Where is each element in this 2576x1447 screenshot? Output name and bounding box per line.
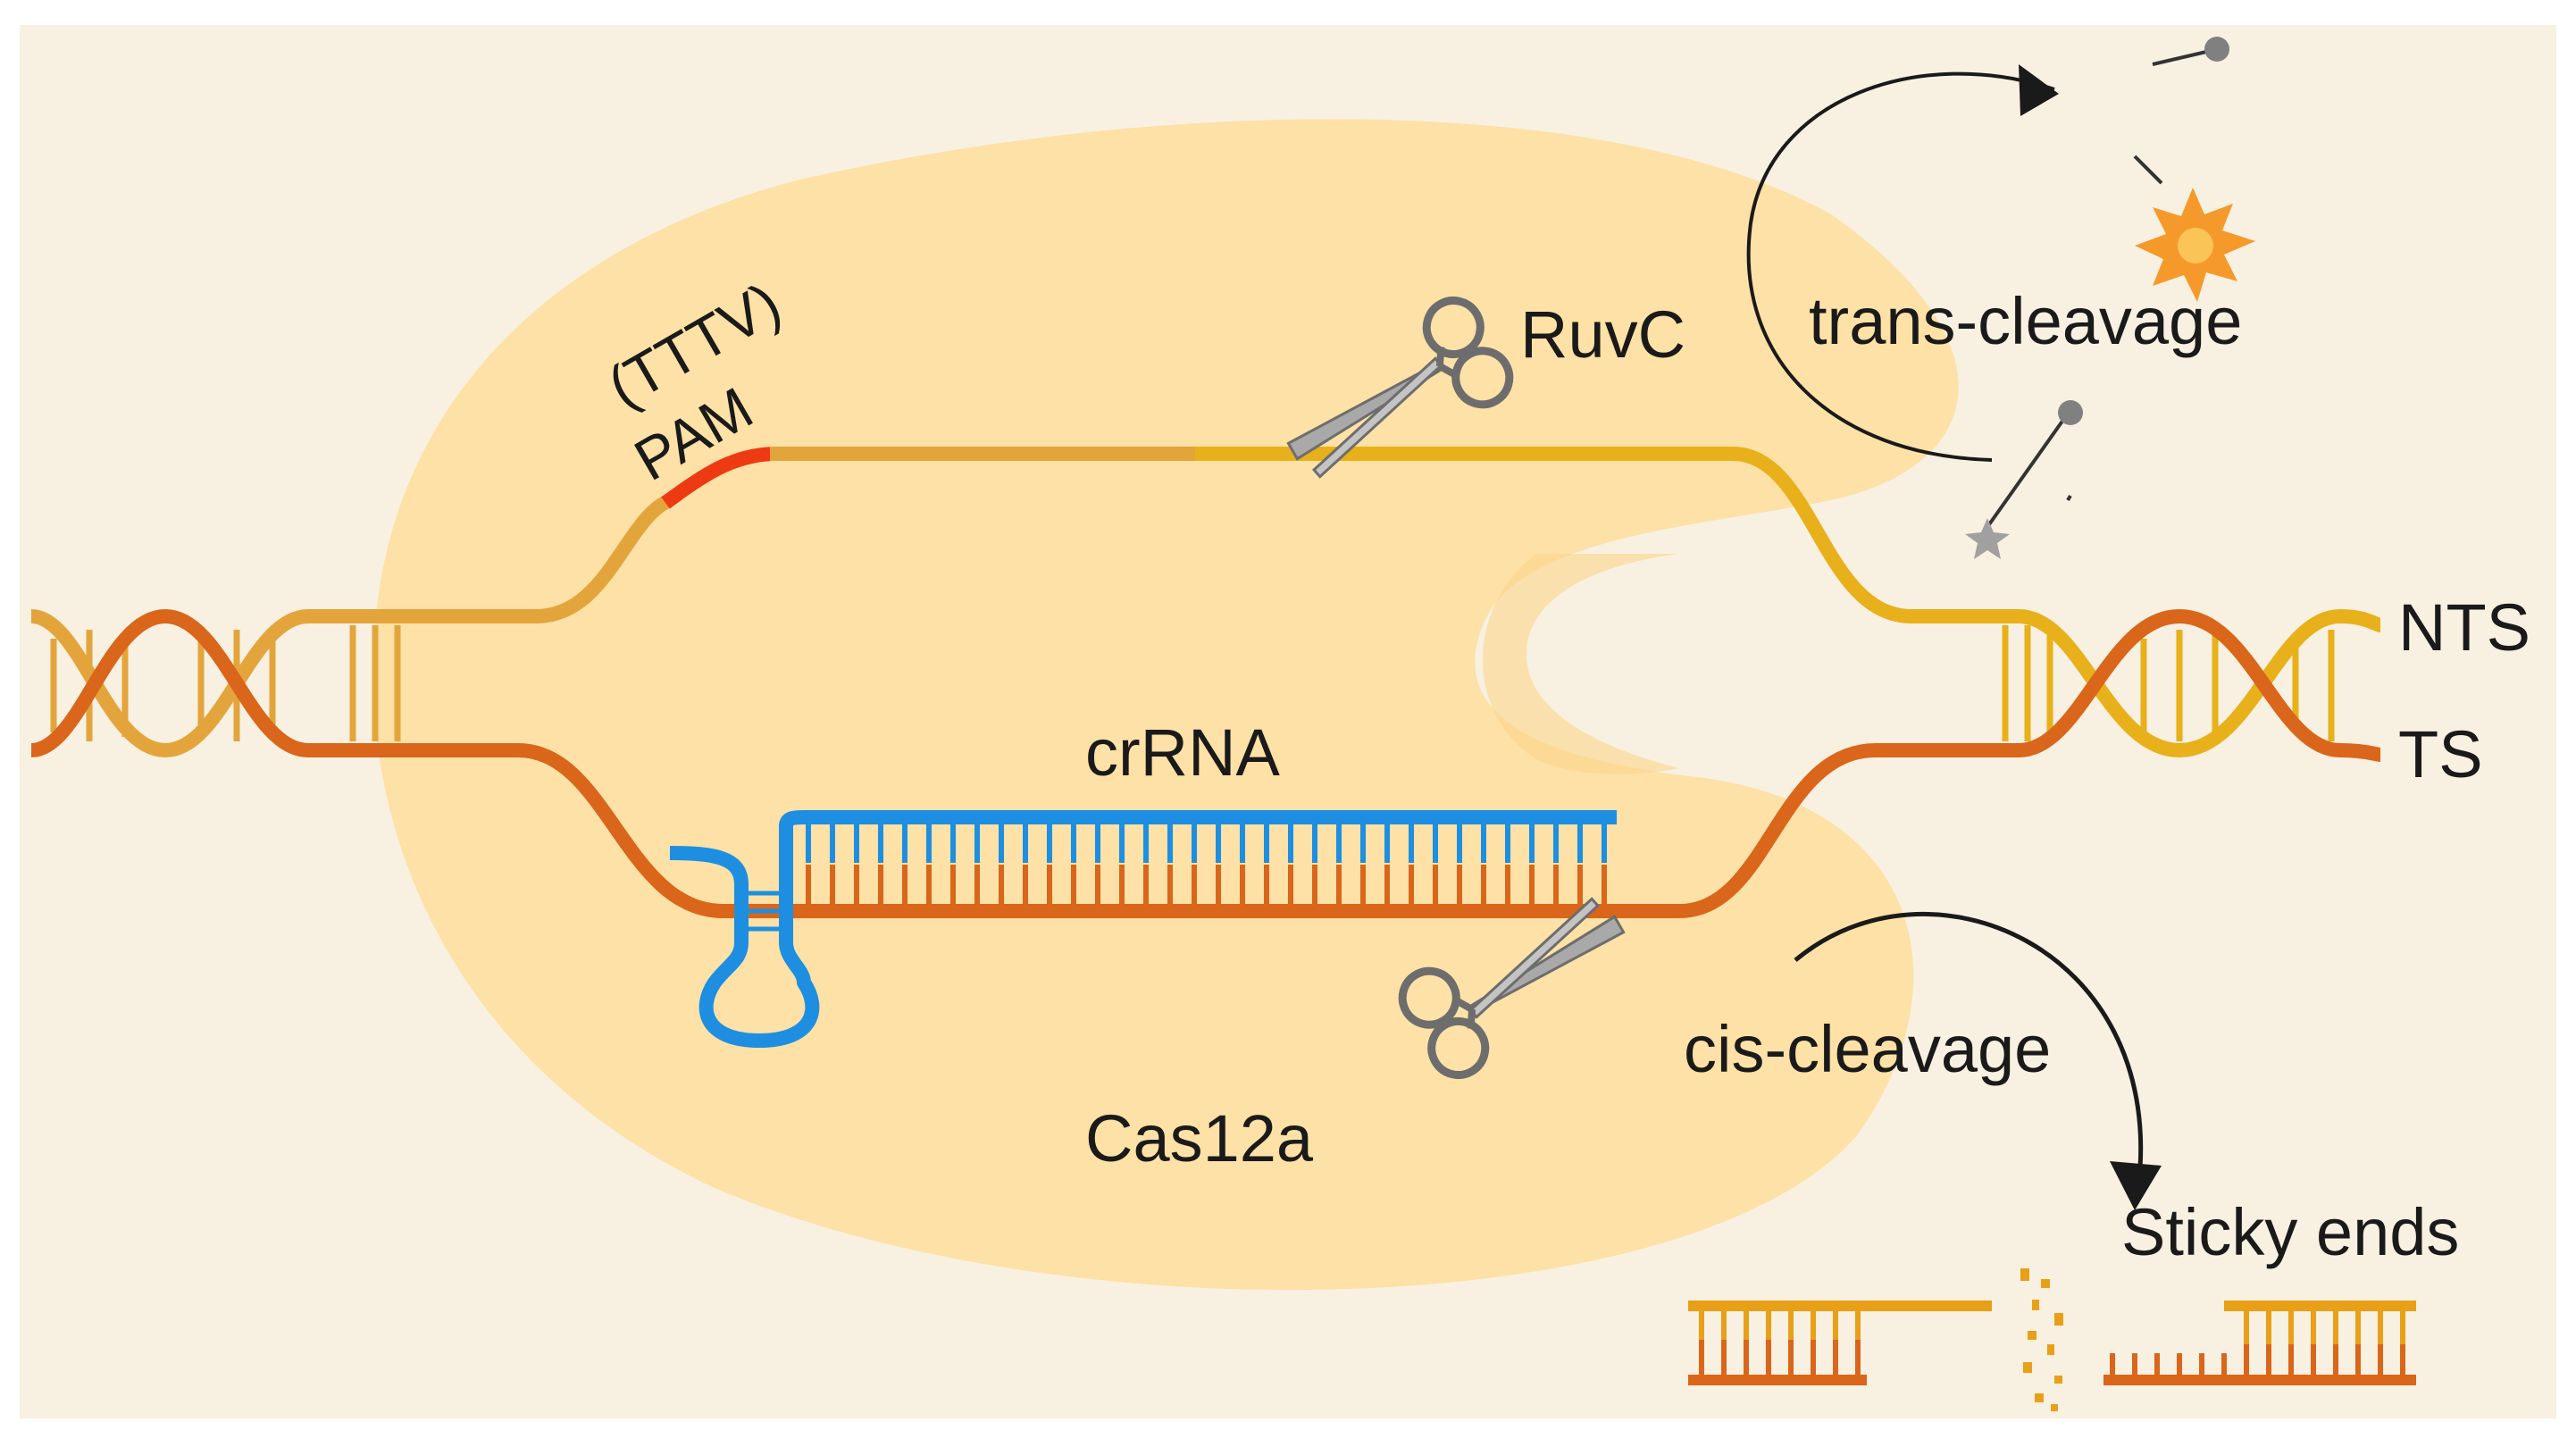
cleaved-debris — [2020, 1268, 2063, 1411]
right-dna-helix — [2002, 608, 2382, 762]
cis-cleavage-arrow — [1794, 911, 2144, 1180]
left-dna-helix — [29, 608, 401, 758]
cas12a-label: Cas12a — [1085, 1101, 1314, 1175]
trans-cleavage-arrow — [1746, 71, 2055, 462]
cis-cleavage-arrowhead — [2110, 1161, 2162, 1210]
trans-cleavage-label: trans-cleavage — [1809, 284, 2242, 358]
trans-cleavage-arrowhead — [2019, 64, 2059, 116]
nts-strand-right — [1195, 447, 2019, 623]
reporter-probe-icon — [1965, 400, 2083, 559]
fluorescence-burst-icon — [2135, 188, 2255, 302]
ruvc-label: RuvC — [1520, 297, 1685, 372]
ts-strand — [308, 743, 2019, 918]
sticky-end-fragment-left — [1688, 1301, 1992, 1385]
nts-strand-left — [308, 493, 673, 623]
cis-cleavage-label: cis-cleavage — [1684, 1012, 2051, 1086]
ts-label: TS — [2398, 717, 2483, 791]
crrna — [669, 810, 1617, 1048]
scissors-icon — [1286, 297, 1514, 479]
nts-label: NTS — [2398, 590, 2530, 665]
cas12a-pocket — [1483, 554, 1679, 774]
sticky-end-fragment-right — [2103, 1301, 2416, 1385]
scissors-icon — [1398, 897, 1626, 1079]
pam-segment — [661, 447, 774, 509]
crrna-label: crRNA — [1085, 715, 1281, 790]
sticky-ends-label: Sticky ends — [2121, 1195, 2459, 1269]
cas12a-protein-body — [372, 119, 1959, 1291]
reporter-probe-icon — [2133, 37, 2229, 185]
